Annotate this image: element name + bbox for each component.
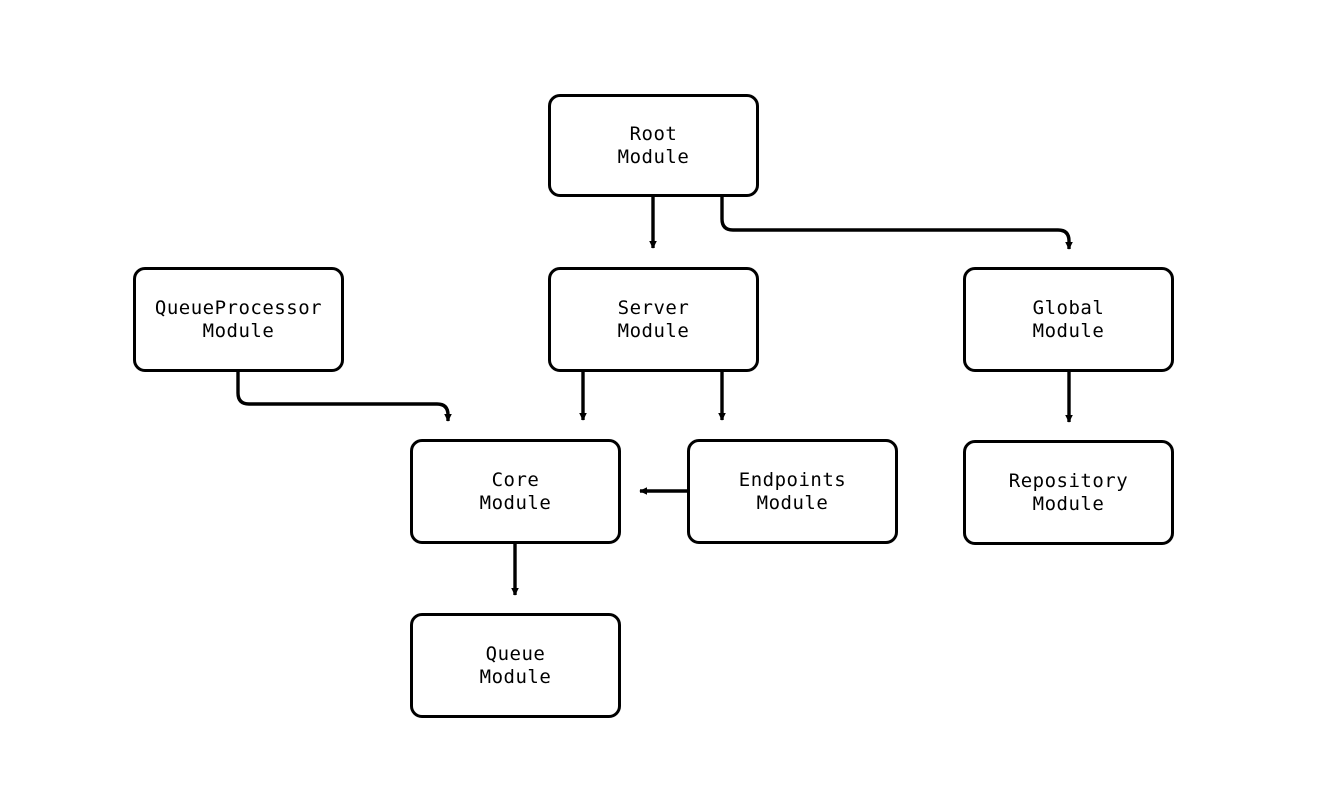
node-repository-label-line2: Module	[1032, 492, 1105, 515]
node-queueprocessor-label-line1: QueueProcessor	[154, 296, 323, 319]
node-global-label-line1: Global	[1032, 296, 1105, 319]
node-queue-label-line1: Queue	[485, 642, 546, 665]
node-repository-label-line1: Repository	[1008, 469, 1129, 492]
node-queue[interactable]: Queue Module	[410, 613, 621, 718]
edge-queueprocessor-to-core	[236, 372, 452, 422]
edge-root-to-global	[720, 197, 1073, 250]
node-queueprocessor[interactable]: QueueProcessor Module	[133, 267, 344, 372]
node-global-label-line2: Module	[1032, 319, 1105, 342]
node-root-label-line2: Module	[617, 145, 690, 168]
node-core-label-line1: Core	[491, 468, 540, 491]
node-queueprocessor-label-line2: Module	[202, 319, 275, 342]
node-server-label-line1: Server	[617, 296, 690, 319]
node-root-label-line1: Root	[629, 122, 678, 145]
node-server[interactable]: Server Module	[548, 267, 759, 372]
node-endpoints[interactable]: Endpoints Module	[687, 439, 898, 544]
node-server-label-line2: Module	[617, 319, 690, 342]
node-endpoints-label-line1: Endpoints	[738, 468, 847, 491]
node-endpoints-label-line2: Module	[756, 491, 829, 514]
node-repository[interactable]: Repository Module	[963, 440, 1174, 545]
node-queue-label-line2: Module	[479, 665, 552, 688]
node-root[interactable]: Root Module	[548, 94, 759, 197]
node-core[interactable]: Core Module	[410, 439, 621, 544]
node-global[interactable]: Global Module	[963, 267, 1174, 372]
node-core-label-line2: Module	[479, 491, 552, 514]
